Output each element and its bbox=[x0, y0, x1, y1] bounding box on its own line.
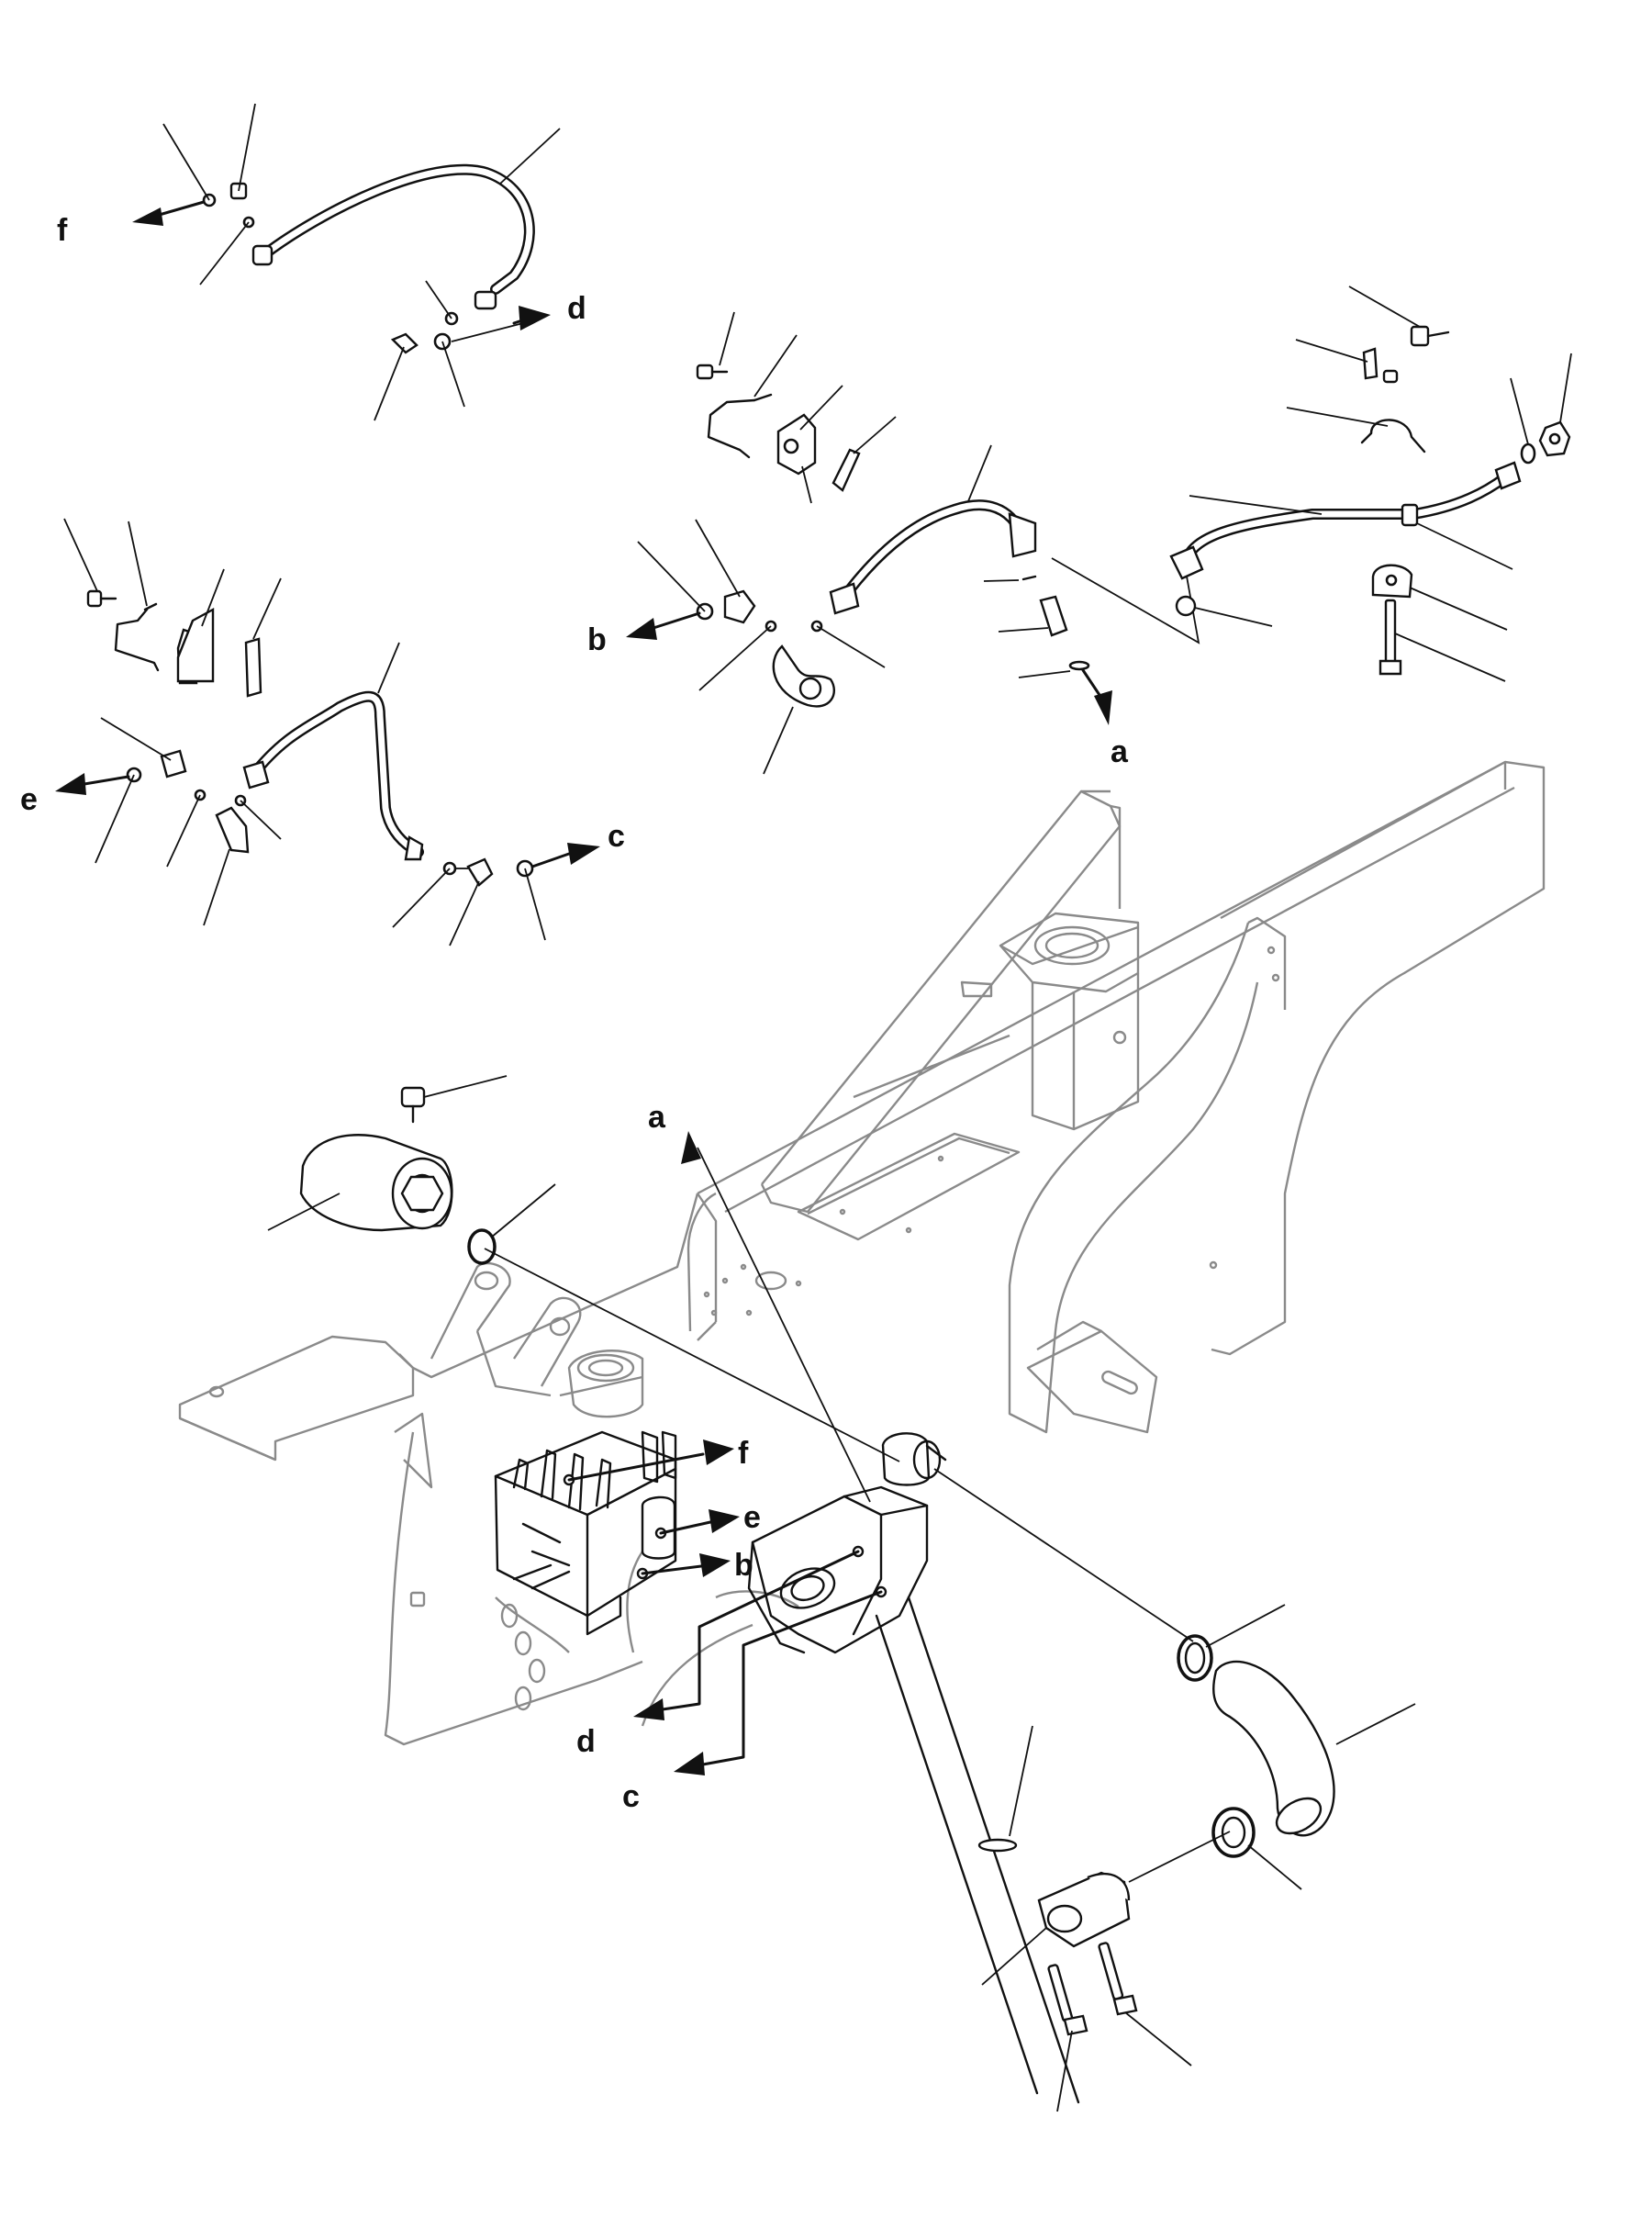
arrow-to-d-bottom: d bbox=[576, 1550, 860, 1759]
label-e-top: e bbox=[20, 782, 38, 817]
label-a-top: a bbox=[1111, 734, 1129, 769]
arrow-to-f-bottom: f bbox=[567, 1436, 749, 1482]
label-a-bottom: a bbox=[648, 1100, 666, 1135]
arrow-to-c-top: c bbox=[530, 819, 625, 868]
control-valve bbox=[494, 1430, 677, 1636]
label-f-bottom: f bbox=[738, 1436, 749, 1471]
label-b-bottom: b bbox=[734, 1548, 753, 1583]
label-b-top: b bbox=[587, 622, 607, 657]
hose-assembly-e-c bbox=[63, 518, 546, 946]
arrow-to-c-bottom: c bbox=[622, 1590, 883, 1814]
arrow-to-b-bottom: b bbox=[641, 1548, 753, 1583]
label-f-top: f bbox=[57, 213, 68, 248]
arrow-to-d-top: d bbox=[512, 291, 586, 330]
hydraulic-pump bbox=[747, 1432, 947, 1654]
label-d-top: d bbox=[567, 291, 586, 326]
arrow-to-f-top: f bbox=[57, 200, 206, 248]
label-c-top: c bbox=[608, 819, 625, 854]
arrow-to-e-bottom: e bbox=[659, 1500, 761, 1535]
filter-assembly bbox=[267, 1075, 556, 1265]
hose-assembly-top-right bbox=[1169, 286, 1572, 682]
label-c-bottom: c bbox=[622, 1779, 640, 1814]
arrow-to-a-top: a bbox=[1081, 668, 1129, 769]
arrow-to-e-top: e bbox=[20, 773, 130, 817]
hose-assembly-b-a bbox=[637, 311, 1200, 775]
machine-frame bbox=[178, 760, 1546, 1746]
suction-hose-clamps bbox=[1177, 1604, 1416, 1890]
label-e-bottom: e bbox=[743, 1500, 761, 1535]
arrow-to-a-bottom: a bbox=[648, 1100, 701, 1164]
suction-tube bbox=[875, 1596, 1192, 2112]
hose-assembly-f-d bbox=[162, 103, 561, 421]
label-d-bottom: d bbox=[576, 1724, 596, 1759]
arrow-to-b-top: b bbox=[587, 611, 701, 657]
routing-lines bbox=[484, 1147, 1231, 1883]
